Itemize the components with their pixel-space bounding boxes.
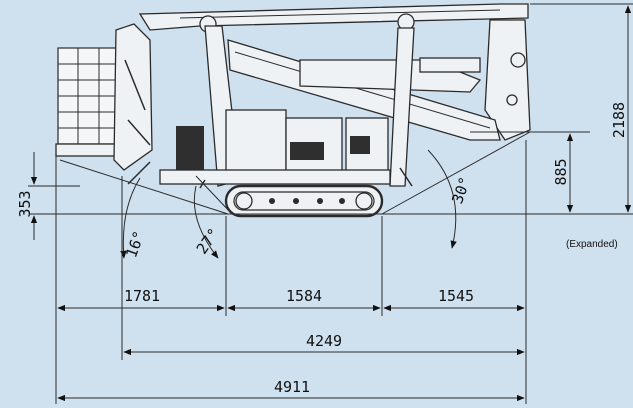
- label-overall-short: 4249: [306, 332, 342, 350]
- spider-lift-machine: [55, 3, 531, 218]
- length-dimensions: [55, 140, 527, 404]
- upper-boom: [138, 3, 531, 141]
- label-ground-clearance: 353: [16, 190, 34, 217]
- label-mid-height: 885: [552, 158, 570, 185]
- label-angle-mid: 27°: [193, 225, 223, 258]
- crawler-track: [224, 184, 384, 218]
- label-seg-front: 1781: [124, 287, 160, 305]
- engine-block: [159, 109, 391, 185]
- platform-cage: [55, 47, 127, 157]
- label-seg-rear: 1545: [438, 287, 474, 305]
- label-top-height: 2188: [610, 102, 628, 138]
- lower-boom: [227, 39, 501, 141]
- label-angle-rear: 30°: [448, 174, 474, 206]
- label-overall-long: 4911: [274, 378, 310, 396]
- label-seg-track: 1584: [286, 287, 322, 305]
- label-expanded-note: (Expanded): [566, 239, 618, 250]
- label-angle-front: 16°: [122, 228, 148, 260]
- height-dimensions: [28, 3, 633, 240]
